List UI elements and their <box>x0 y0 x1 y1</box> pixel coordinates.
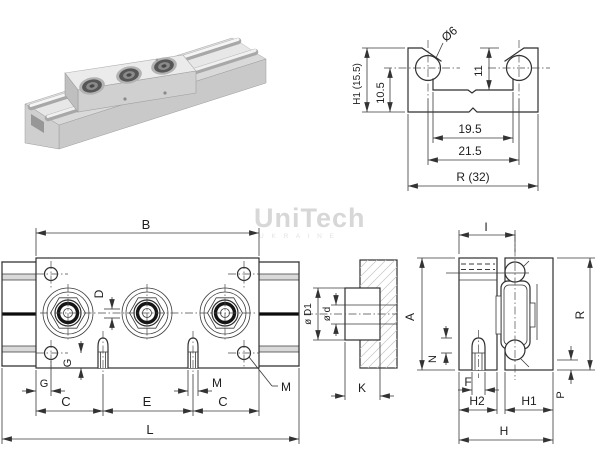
dim-label-a: A <box>403 313 417 321</box>
dim-label-dia-d1: ø D1 <box>303 303 314 325</box>
dim-label-p: P <box>555 391 567 398</box>
mounting-holes <box>36 261 259 367</box>
rail-end-channel <box>31 114 44 133</box>
top-view-dimensions <box>1 228 300 444</box>
product-photo <box>24 37 267 150</box>
roller-tab-right <box>529 302 536 328</box>
dim-label-195: 19.5 <box>458 122 482 136</box>
watermark-brand: UniTech <box>254 203 366 233</box>
dim-label-r32: R (32) <box>456 170 489 184</box>
carriage-rollers <box>79 57 177 95</box>
dim-label-c-left: C <box>61 394 70 409</box>
dim-label-c-right: C <box>218 394 227 409</box>
end-view-dimensions <box>417 230 595 444</box>
dim-label-i: I <box>484 220 487 234</box>
rail-right-segment <box>258 261 300 367</box>
carriage-top-view: B D G G M M C E C L <box>1 217 300 444</box>
roller-body-inner <box>503 284 528 346</box>
rollers-top-view <box>40 284 256 342</box>
rail-left-segment <box>1 261 37 367</box>
dim-label-m-callout: M <box>281 380 291 394</box>
roller-side-view: ø D1 ø d K <box>303 259 398 400</box>
dim-label-h: H <box>500 424 509 438</box>
dim-label-l: L <box>146 422 153 437</box>
grease-nipple-1 <box>97 331 109 374</box>
dim-label-h1-155: H1 (15.5) <box>352 63 363 105</box>
dim-label-m-width: M <box>212 376 222 390</box>
dim-label-11: 11 <box>473 65 485 76</box>
profile-channel <box>432 78 514 94</box>
dim-label-d: D <box>92 289 106 298</box>
dim-label-h2: H2 <box>469 394 485 408</box>
roller-view-dimensions <box>313 287 394 400</box>
dim-label-k: K <box>358 381 366 395</box>
dim-label-h1: H1 <box>521 394 537 408</box>
watermark-subtitle: U K R A I N E <box>259 233 337 240</box>
dim-label-215: 21.5 <box>458 144 482 158</box>
profile-center-lines <box>384 40 550 99</box>
dim-label-r: R <box>573 310 587 319</box>
dim-label-e: E <box>143 394 152 409</box>
grease-nipple-2 <box>187 331 199 374</box>
assembly-end-view: I A R P N F H2 H1 H <box>403 220 595 444</box>
carriage-front-screw-1 <box>123 97 127 101</box>
hidden-lines <box>459 263 497 281</box>
carriage-front-screw-2 <box>163 91 167 95</box>
carriage-top-hole <box>155 58 159 62</box>
dim-label-b: B <box>142 217 151 232</box>
carriage-side-face <box>64 72 79 113</box>
rail-profile-section-view: Ø6 H1 (15.5) 10.5 11 19.5 21.5 R (32) <box>352 23 550 191</box>
dim-label-105: 10.5 <box>375 82 387 103</box>
dim-label-f: F <box>464 375 471 389</box>
dim-label-n: N <box>427 355 439 363</box>
dim-label-g-horizontal: G <box>40 378 49 390</box>
watermark: UniTech U K R A I N E <box>254 203 366 240</box>
roller-assembly <box>495 261 536 361</box>
dim-label-dia6: Ø6 <box>439 23 461 44</box>
grease-nipple-end-view <box>471 330 486 378</box>
roller-tab-left <box>495 295 502 335</box>
profile-outline <box>407 47 539 113</box>
dim-label-g-vertical: G <box>62 359 74 368</box>
dim-label-dia-d: ø d <box>322 307 333 321</box>
profile-dimensions <box>362 42 539 191</box>
